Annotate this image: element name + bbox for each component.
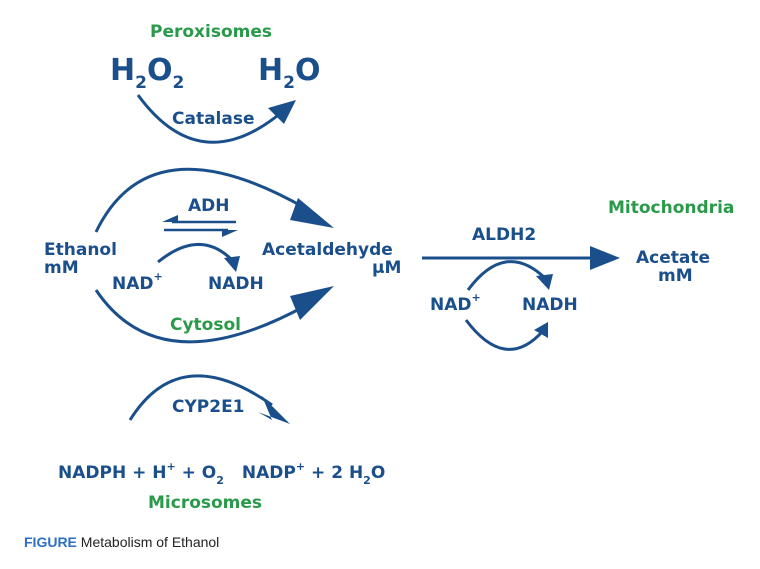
nadh-mito-label: NADH bbox=[522, 295, 578, 315]
microsomes-label: Microsomes bbox=[148, 493, 262, 513]
upper-arc-arrowhead bbox=[290, 198, 334, 228]
cyp2e1-arrowhead bbox=[258, 396, 290, 424]
catalase-label: Catalase bbox=[172, 109, 255, 129]
h2o2-formula: H2O2 bbox=[110, 53, 184, 93]
cytosol-nad-arrow bbox=[157, 243, 234, 264]
acetaldehyde-unit: μM bbox=[372, 258, 401, 278]
cyp2e1-arrow bbox=[128, 374, 273, 421]
lower-arc-arrowhead bbox=[290, 286, 334, 320]
ethanol-unit: mM bbox=[44, 258, 79, 278]
peroxisomes-label: Peroxisomes bbox=[150, 22, 272, 42]
mito-nad-top-arrowhead bbox=[536, 274, 553, 290]
upper-arc-arrow bbox=[94, 167, 306, 233]
acetate-unit: mM bbox=[658, 266, 693, 286]
mitochondria-label: Mitochondria bbox=[608, 198, 734, 218]
acetaldehyde-label: Acetaldehyde bbox=[262, 240, 393, 260]
figure-caption: FIGURE Metabolism of Ethanol bbox=[24, 534, 219, 550]
catalase-arrow bbox=[136, 94, 283, 144]
adh-forward-head bbox=[222, 230, 238, 237]
nad-mito-label: NAD+ bbox=[430, 291, 481, 315]
catalase-arrowhead bbox=[268, 100, 296, 124]
h2o-formula: H2O bbox=[258, 53, 320, 93]
figure-caption-label: FIGURE bbox=[24, 534, 77, 550]
mito-nad-top-arrow bbox=[466, 260, 547, 291]
mito-nad-bottom-arrowhead bbox=[534, 322, 548, 338]
acetate-label: Acetate bbox=[636, 248, 710, 268]
aldh2-label: ALDH2 bbox=[472, 225, 536, 245]
lower-arc-arrow bbox=[94, 289, 306, 344]
nadh-cytosol-label: NADH bbox=[208, 274, 264, 294]
adh-label: ADH bbox=[188, 196, 230, 216]
nad-cytosol-label: NAD+ bbox=[112, 270, 163, 294]
figure-caption-text: Metabolism of Ethanol bbox=[76, 534, 220, 550]
cytosol-nad-arrowhead bbox=[224, 256, 240, 272]
aldh2-arrowhead bbox=[590, 246, 620, 270]
cytosol-label: Cytosol bbox=[170, 315, 241, 335]
mito-nad-bottom-arrow bbox=[464, 319, 544, 351]
adh-reverse-head bbox=[162, 215, 178, 222]
cyp2e1-label: CYP2E1 bbox=[172, 397, 245, 417]
ethanol-label: Ethanol bbox=[44, 240, 117, 260]
